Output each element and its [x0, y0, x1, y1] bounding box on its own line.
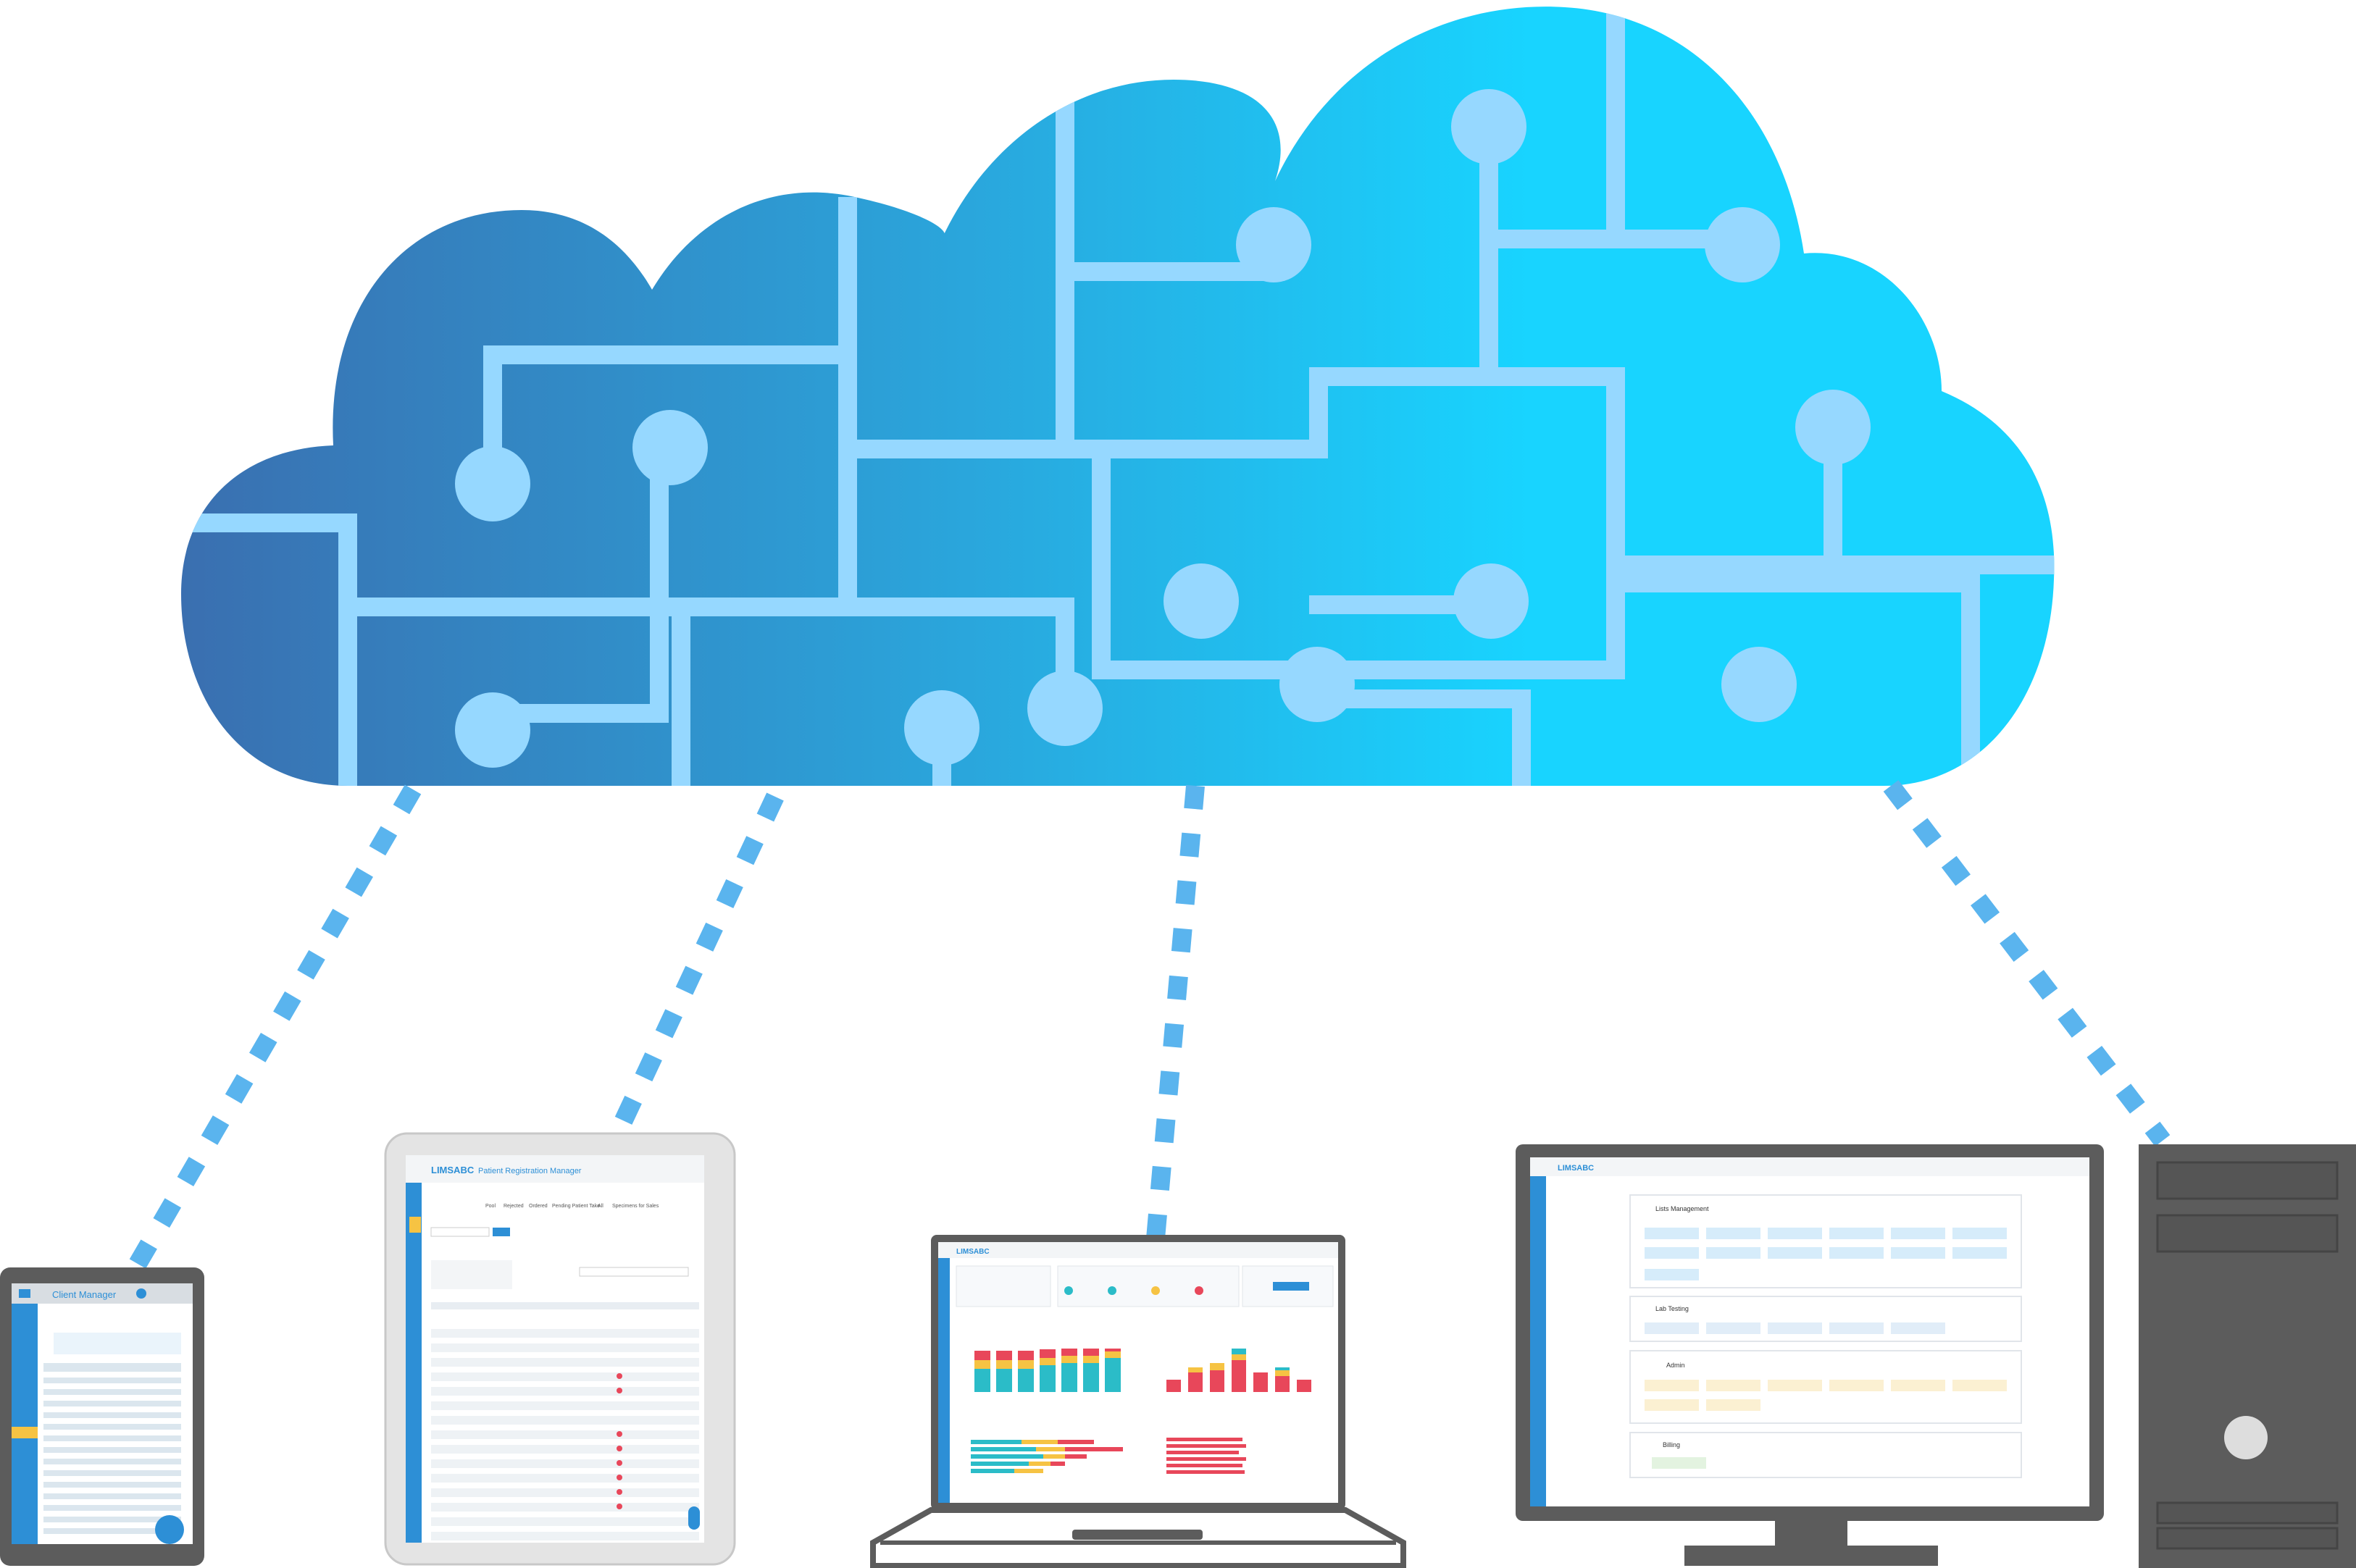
laptop-stacked-bars-left: [974, 1349, 1121, 1392]
tablet-logo: LIMSABC: [431, 1165, 475, 1175]
monitor-section-title: Billing: [1663, 1441, 1680, 1448]
tablet-search-input[interactable]: [430, 1227, 490, 1237]
connector-tablet: [607, 792, 784, 1141]
phone-menu-icon[interactable]: [19, 1289, 30, 1298]
tablet-tab-all[interactable]: All: [598, 1204, 603, 1209]
tablet-tab-pending[interactable]: Pending Patient Take: [552, 1204, 600, 1209]
laptop-stacked-bars-right: [1166, 1349, 1311, 1392]
phone-chat-icon[interactable]: [155, 1515, 184, 1544]
phone-device: Client Manager: [0, 1267, 204, 1566]
laptop-logo: LIMSABC: [956, 1248, 990, 1256]
monitor-section-title: Lists Management: [1655, 1205, 1709, 1212]
circuit-nodes: [455, 89, 1871, 768]
laptop-horizontal-bars-right: [1166, 1438, 1246, 1474]
monitor-section-title: Admin: [1666, 1362, 1685, 1369]
tablet-tab-specimens[interactable]: Specimens for Sales: [612, 1204, 659, 1209]
phone-avatar-icon[interactable]: [136, 1288, 146, 1299]
phone-app-title: Client Manager: [52, 1289, 117, 1300]
connector-phone: [129, 784, 422, 1269]
tablet-device: LIMSABC Patient Registration Manager Poo…: [384, 1132, 736, 1566]
laptop-horizontal-bars-left: [971, 1440, 1123, 1473]
connectors: [129, 780, 2171, 1269]
tablet-tab-ordered[interactable]: Ordered: [529, 1204, 548, 1209]
connector-desktop: [1883, 780, 2171, 1146]
connector-laptop: [1146, 784, 1205, 1240]
tablet-tab-rejected[interactable]: Rejected: [504, 1204, 524, 1209]
monitor-section-title: Lab Testing: [1655, 1305, 1689, 1312]
laptop-action-button[interactable]: [1273, 1282, 1309, 1291]
tablet-search-button[interactable]: [493, 1228, 510, 1236]
tablet-page-title: Patient Registration Manager: [478, 1167, 582, 1175]
desktop-tower: [2139, 1144, 2356, 1568]
power-button[interactable]: [2224, 1416, 2268, 1459]
tablet-tab-pool[interactable]: Pool: [485, 1204, 496, 1209]
tablet-fab-button[interactable]: [688, 1506, 700, 1530]
cloud-shape: [181, 7, 2055, 787]
laptop-device: LIMSABC: [870, 1235, 1406, 1568]
cloud: [181, 7, 2055, 787]
monitor-logo: LIMSABC: [1558, 1164, 1594, 1173]
desktop-monitor: LIMSABC Lists Management Lab Testing Adm…: [1516, 1144, 2104, 1566]
